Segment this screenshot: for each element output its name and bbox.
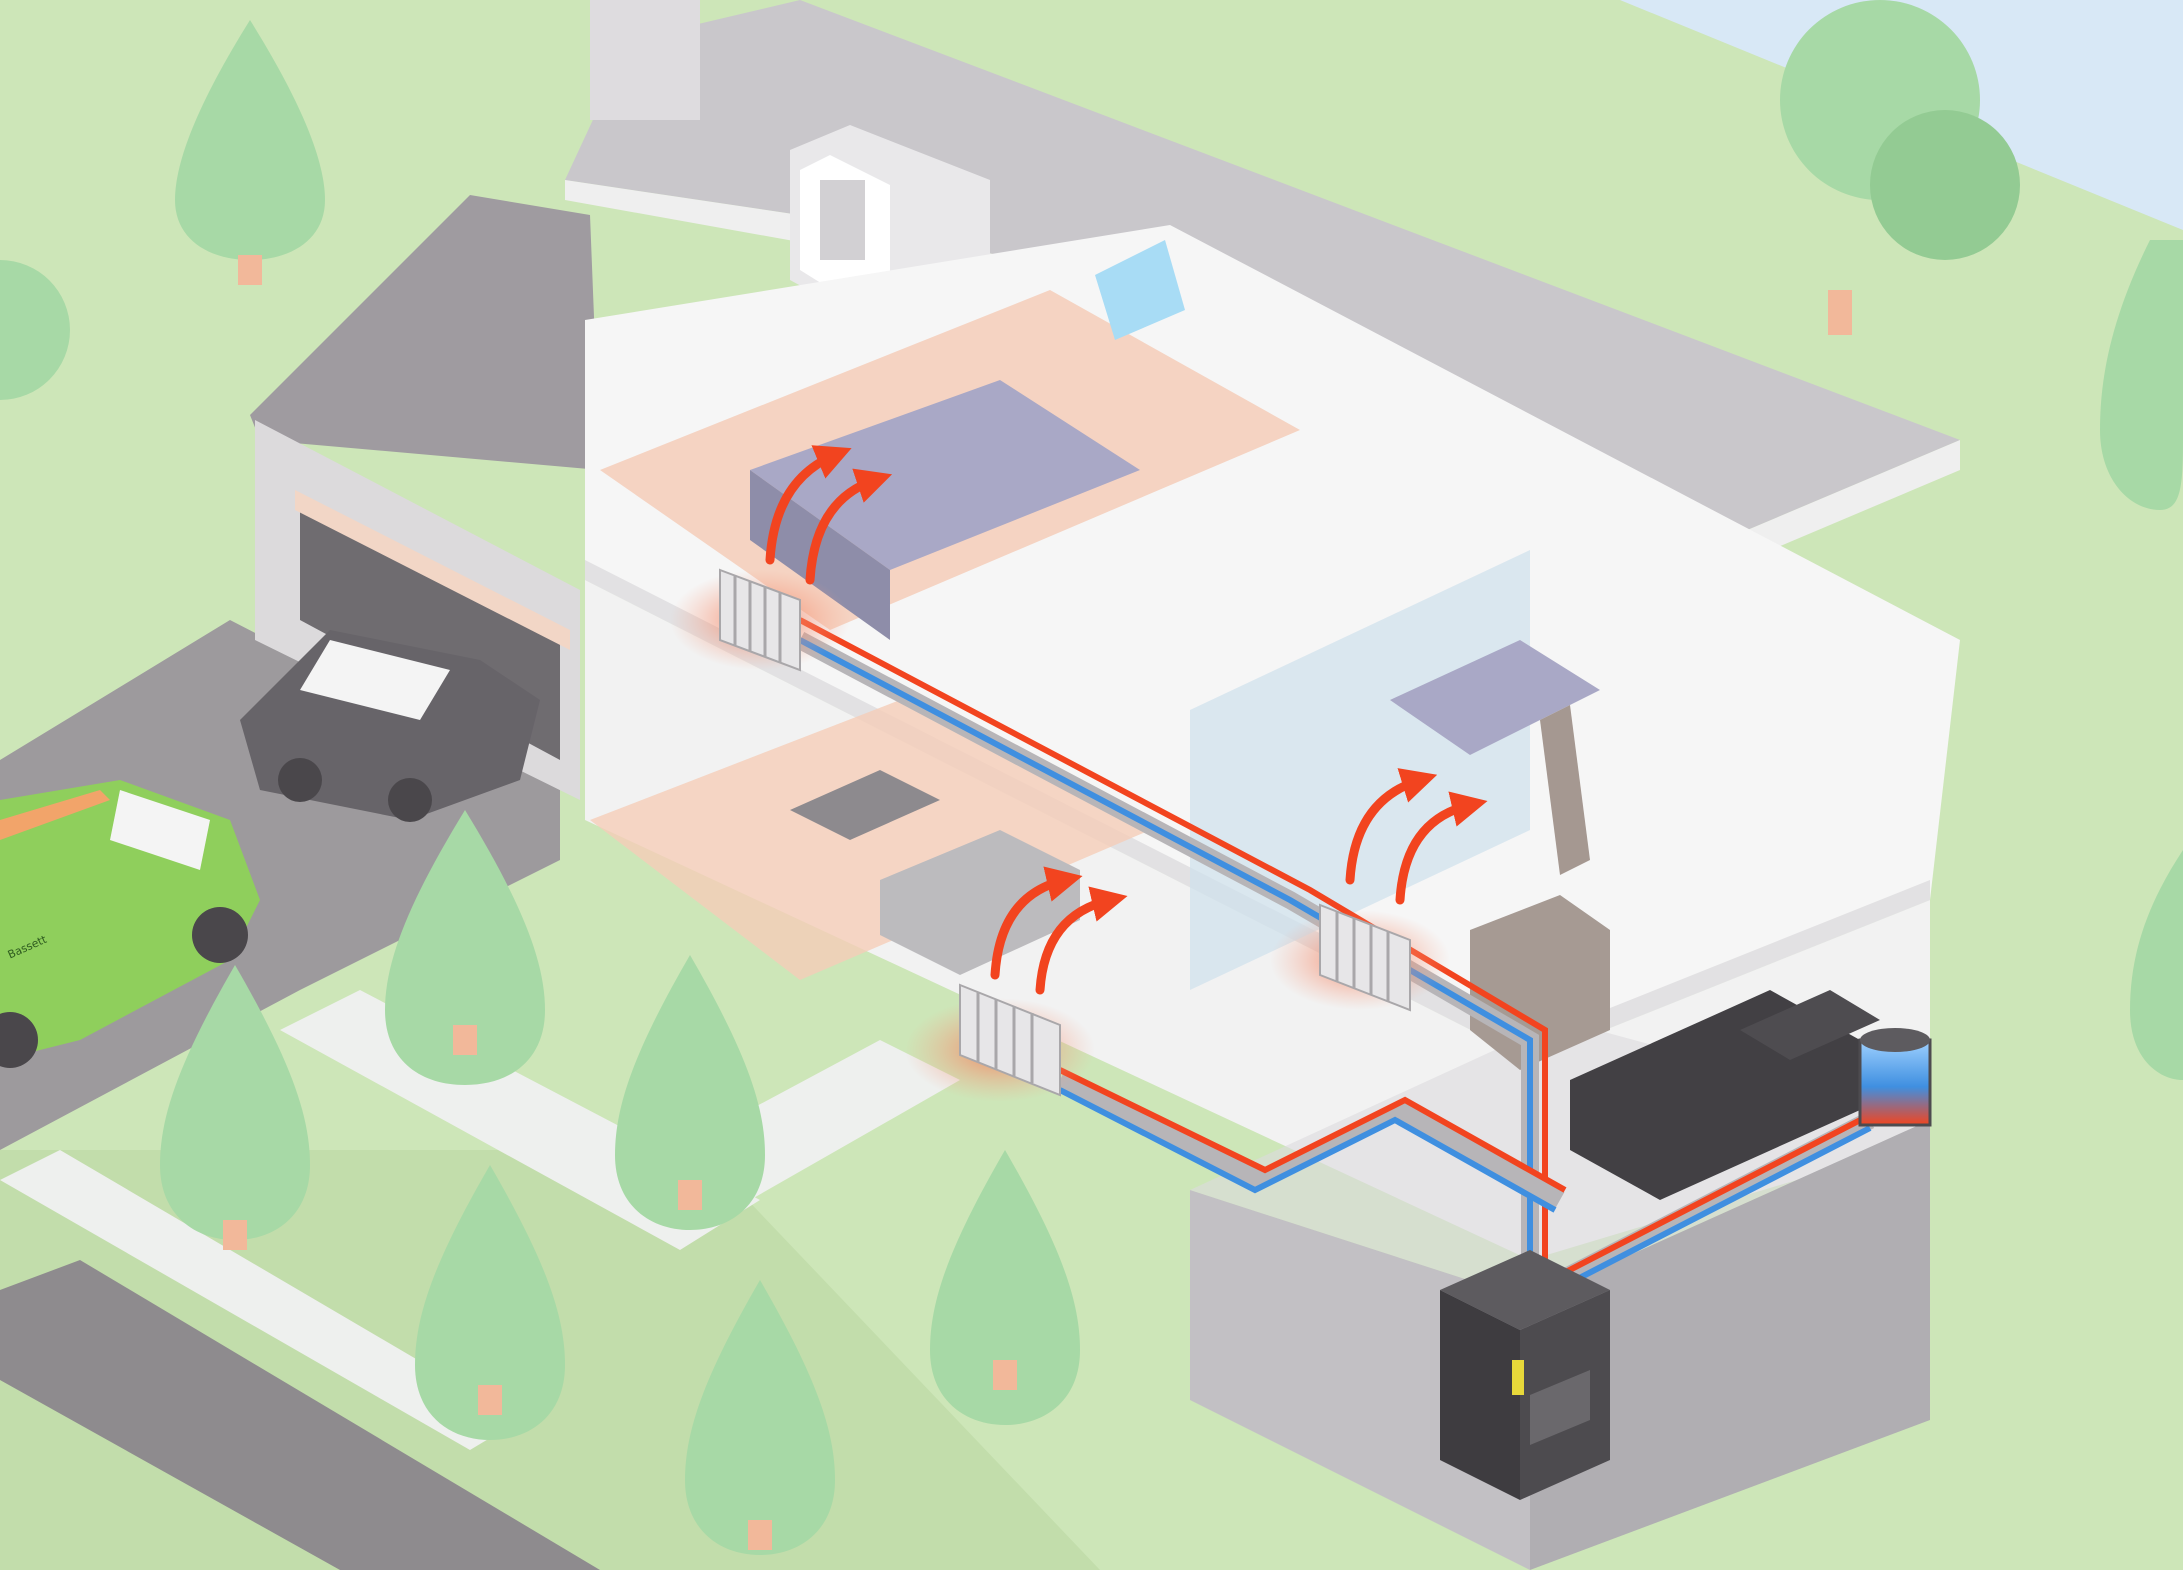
water-tank-icon xyxy=(1858,1028,1932,1127)
heat-arrow-icon xyxy=(1035,886,1128,995)
right-bed xyxy=(1390,640,1600,755)
car-icon xyxy=(240,630,540,822)
van-icon xyxy=(0,780,260,1068)
radiator-icon xyxy=(959,983,1061,1097)
sidewalk xyxy=(0,1150,520,1450)
basement-side xyxy=(1530,1120,1930,1570)
lower-floor-wood xyxy=(590,700,1150,980)
coffee-table xyxy=(790,770,940,840)
bunk-ladder xyxy=(1540,705,1590,875)
tree-icon xyxy=(160,965,310,1250)
heat-arrow-icon xyxy=(805,468,893,585)
upstairs-bed xyxy=(750,380,1140,570)
boiler-icon xyxy=(1440,1250,1610,1500)
garage-beam xyxy=(295,490,570,650)
stove-top xyxy=(1740,990,1880,1060)
roof-fascia xyxy=(565,180,1960,580)
tree-icon xyxy=(685,1280,835,1555)
tree-icon xyxy=(2130,850,2183,1080)
tree-icon xyxy=(175,20,325,285)
radiator-icon xyxy=(1319,903,1411,1012)
garage-roof xyxy=(250,195,600,470)
tree-icon xyxy=(1780,0,2020,335)
radiator-icon xyxy=(719,568,801,672)
heat-arrow-icon xyxy=(1395,791,1488,905)
chimney xyxy=(590,0,700,120)
radiator-bedroom xyxy=(1270,903,1450,1012)
radiator-living-room xyxy=(905,983,1095,1102)
tank-pipe xyxy=(1555,1112,1875,1288)
tree-icon xyxy=(385,810,545,1085)
tree-icon xyxy=(0,260,70,400)
lower-return-pipe xyxy=(1058,1087,1557,1213)
tree-icon xyxy=(930,1150,1080,1425)
heat-arrow-icon xyxy=(990,866,1083,980)
tree-icon xyxy=(415,1165,565,1440)
road xyxy=(0,1260,600,1570)
skylight xyxy=(1095,240,1185,340)
lower-supply-pipe xyxy=(1058,1067,1567,1193)
tree-icon xyxy=(2100,240,2183,510)
radiator-upstairs xyxy=(670,568,850,672)
heat-arrows xyxy=(765,445,1488,995)
lower-pipe-casing xyxy=(1055,1071,1565,1208)
right-room-wall xyxy=(1190,550,1530,990)
heat-arrow-icon xyxy=(1345,768,1438,885)
sofa xyxy=(880,830,1080,975)
tree-icon xyxy=(615,955,765,1230)
upstairs-bed-side xyxy=(750,470,890,640)
basement-front xyxy=(1190,1190,1530,1570)
heat-arrow-icon xyxy=(765,445,852,565)
